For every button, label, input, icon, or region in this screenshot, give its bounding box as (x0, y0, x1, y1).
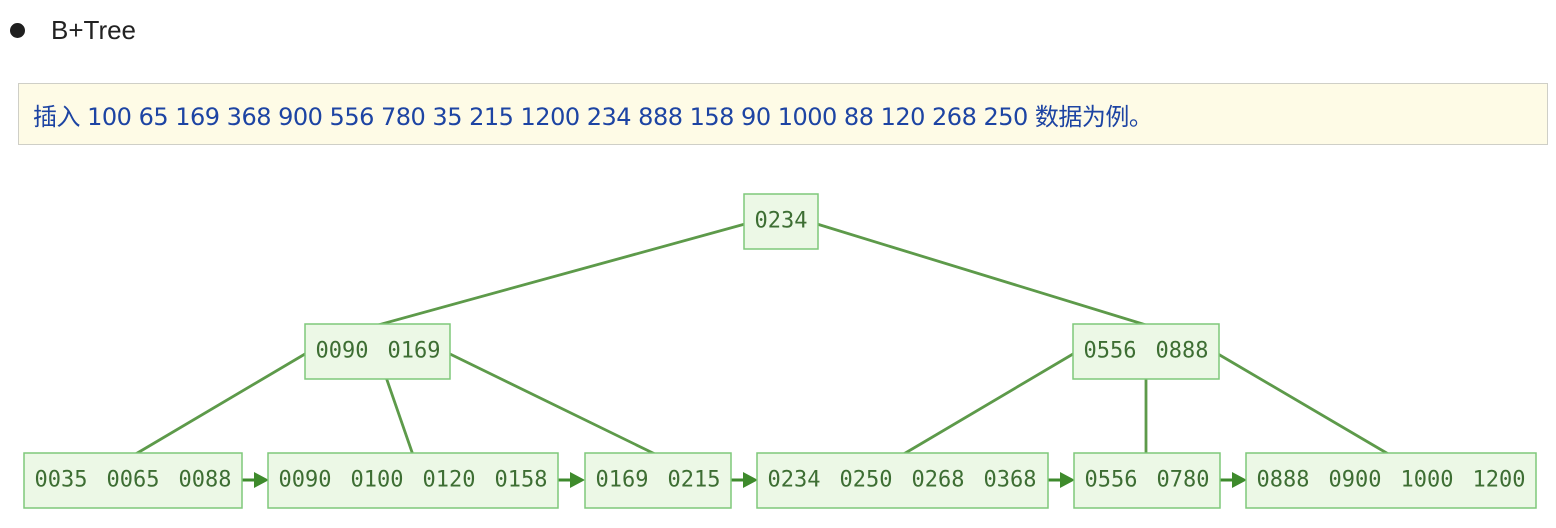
internal-key: 0090 (316, 339, 369, 364)
heading-text: B+Tree (51, 14, 137, 45)
leaf-key: 0100 (351, 468, 404, 493)
internal-node-left: 0090 0169 (304, 323, 451, 380)
root-key: 0234 (755, 209, 808, 234)
leaf-key: 0556 (1085, 468, 1138, 493)
leaf-key: 1200 (1473, 468, 1526, 493)
internal-key: 0169 (388, 339, 441, 364)
arrow-right-icon (254, 472, 269, 488)
internal-node-right: 0556 0888 (1072, 323, 1220, 380)
leaf-key: 0234 (768, 468, 821, 493)
root-node: 0234 (743, 193, 819, 250)
edge-internal-right-to-leaf-4 (900, 352, 1075, 457)
leaf-key: 0268 (912, 468, 965, 493)
leaf-key: 0780 (1157, 468, 1210, 493)
arrow-right-icon (743, 472, 758, 488)
bplus-tree-diagram: 0234 0090 0169 0556 0888 0035 0065 0088 … (23, 193, 1537, 509)
example-note: 插入 100 65 169 368 900 556 780 35 215 120… (18, 83, 1548, 145)
leaf-key: 0065 (107, 468, 160, 493)
arrow-right-icon (570, 472, 585, 488)
leaf-key: 0035 (35, 468, 88, 493)
leaf-key: 0088 (179, 468, 232, 493)
leaf-key: 0250 (840, 468, 893, 493)
edge-root-to-internal-left (376, 222, 747, 327)
leaf-node-2: 0090 0100 0120 0158 (267, 452, 559, 509)
arrow-right-icon (1232, 472, 1247, 488)
leaf-node-1: 0035 0065 0088 (23, 452, 243, 509)
edge-root-to-internal-right (815, 222, 1148, 327)
leaf-key: 0169 (596, 468, 649, 493)
edge-internal-right-to-leaf-6 (1216, 352, 1392, 457)
edge-internal-left-to-leaf-3 (448, 352, 659, 457)
leaf-node-3: 0169 0215 (584, 452, 732, 509)
leaf-key: 0090 (279, 468, 332, 493)
leaf-key: 0888 (1257, 468, 1310, 493)
leaf-key: 1000 (1401, 468, 1454, 493)
leaf-key: 0120 (423, 468, 476, 493)
leaf-node-4: 0234 0250 0268 0368 (756, 452, 1049, 509)
internal-key: 0556 (1084, 339, 1137, 364)
leaf-key: 0368 (984, 468, 1037, 493)
leaf-key: 0215 (668, 468, 721, 493)
arrow-right-icon (1060, 472, 1075, 488)
internal-key: 0888 (1156, 339, 1209, 364)
leaf-key: 0158 (495, 468, 548, 493)
leaf-node-6: 0888 0900 1000 1200 (1245, 452, 1537, 509)
bullet-dot-icon (10, 22, 25, 38)
leaf-key: 0900 (1329, 468, 1382, 493)
edge-internal-left-to-leaf-1 (132, 352, 307, 457)
bullet-heading: B+Tree (10, 12, 136, 48)
leaf-node-5: 0556 0780 (1073, 452, 1221, 509)
